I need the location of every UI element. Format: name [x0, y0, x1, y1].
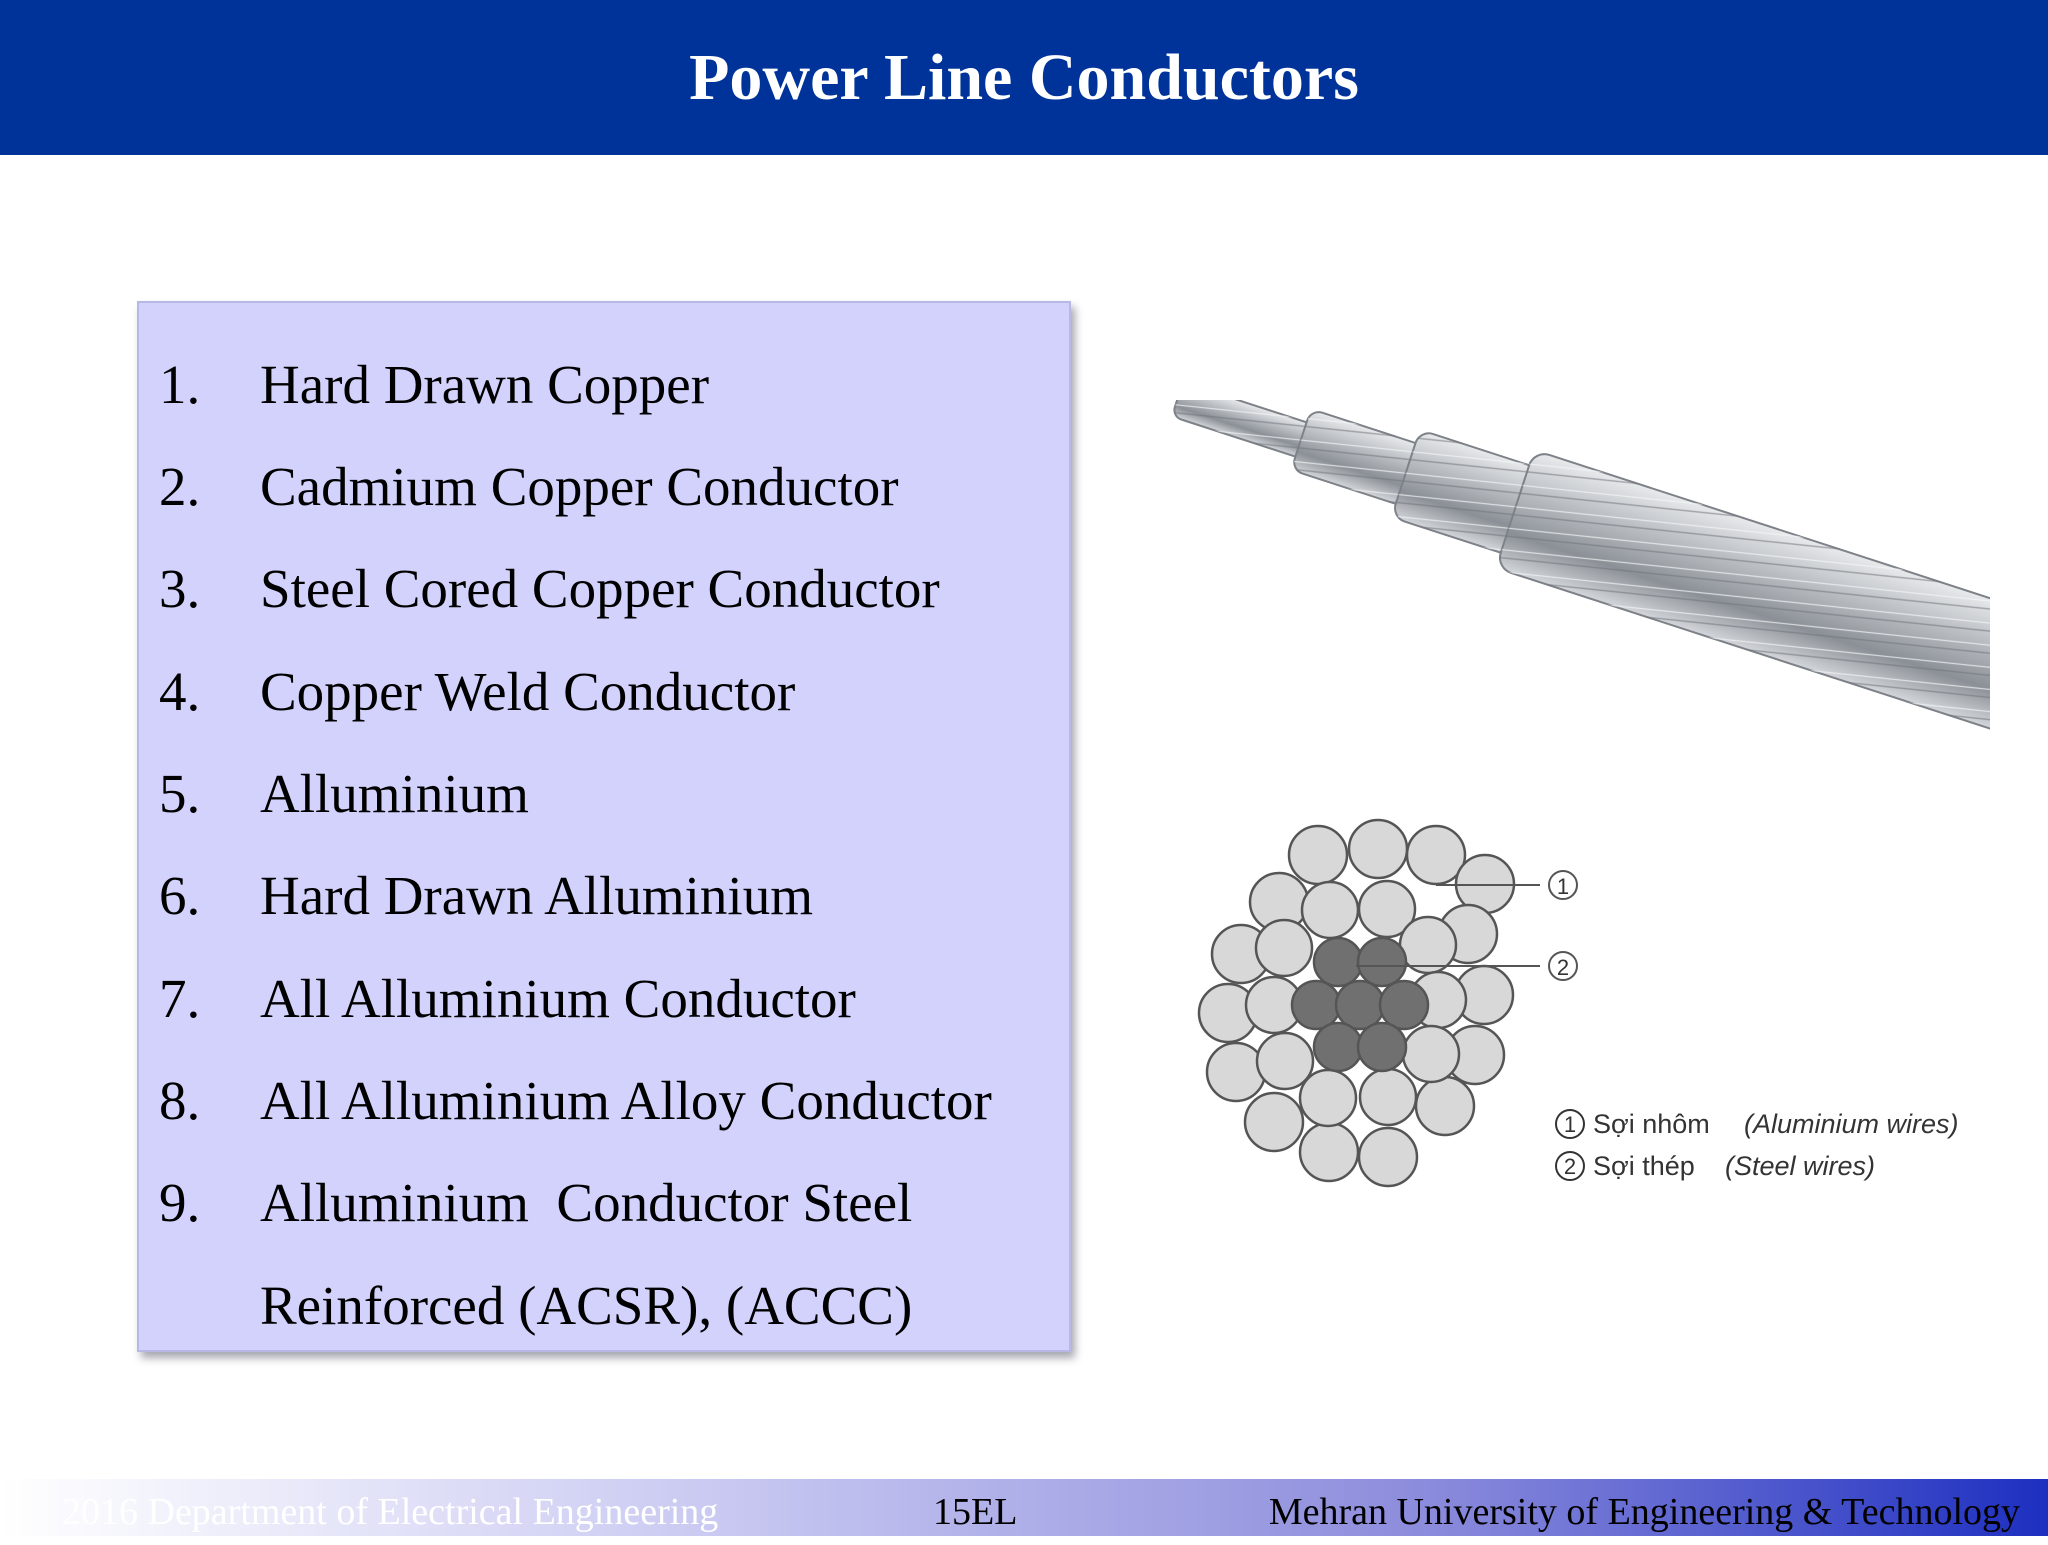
title-bar: Power Line Conductors — [0, 0, 2048, 155]
list-item-number: 6. — [159, 865, 201, 926]
list-item-number: 2. — [159, 456, 201, 517]
list-item: 3. Steel Cored Copper Conductor — [139, 539, 1073, 639]
legend-1-english: (Aluminium wires) — [1744, 1109, 1959, 1139]
conductor-list-box: 1. Hard Drawn Copper 2. Cadmium Copper C… — [137, 301, 1071, 1352]
slide-title: Power Line Conductors — [689, 40, 1359, 114]
list-item: 8. All Alluminium Alloy Conductor — [139, 1051, 1073, 1151]
list-item-number: 9. — [159, 1172, 201, 1233]
legend-marker-1: 1 — [1564, 1112, 1576, 1137]
list-item: 5. Alluminium — [139, 744, 1073, 844]
list-item-text: Hard Drawn Alluminium — [260, 865, 813, 926]
footer-bar: 2016 Department of Electrical Engineerin… — [0, 1479, 2048, 1536]
legend-2-english: (Steel wires) — [1725, 1151, 1875, 1181]
figure-legend: 1 Sợi nhôm (Aluminium wires) 2 Sợi thép … — [1555, 1109, 1959, 1181]
cable-image — [1173, 400, 2010, 738]
list-item-text: Steel Cored Copper Conductor — [260, 558, 940, 619]
list-item-text: Reinforced (ACSR), (ACCC) — [260, 1275, 913, 1336]
legend-2-vietnamese: Sợi thép — [1593, 1151, 1695, 1181]
marker-2-label: 2 — [1557, 955, 1569, 980]
list-item-text: All Alluminium Conductor — [260, 968, 856, 1029]
list-item: 9. Alluminium Conductor Steel — [139, 1153, 1073, 1253]
list-item-text: Hard Drawn Copper — [260, 354, 710, 415]
list-item-text: Alluminium — [260, 763, 529, 824]
footer-department: 2016 Department of Electrical Engineerin… — [62, 1491, 719, 1533]
footer-university: Mehran University of Engineering & Techn… — [1268, 1491, 2020, 1533]
list-item-text: All Alluminium Alloy Conductor — [260, 1070, 992, 1131]
legend-1-vietnamese: Sợi nhôm — [1593, 1109, 1710, 1139]
list-item-text: Copper Weld Conductor — [260, 661, 796, 722]
cross-section-diagram — [1197, 818, 1578, 1188]
legend-marker-2: 2 — [1564, 1154, 1576, 1179]
list-item: 6. Hard Drawn Alluminium — [139, 846, 1073, 946]
list-item: 7. All Alluminium Conductor — [139, 949, 1073, 1049]
list-item-text: Cadmium Copper Conductor — [260, 456, 899, 517]
list-item-number: 1. — [159, 354, 201, 415]
list-item-number: 8. — [159, 1070, 201, 1131]
list-item: 1. Hard Drawn Copper — [139, 335, 1073, 435]
list-item: 4. Copper Weld Conductor — [139, 642, 1073, 742]
list-item: Reinforced (ACSR), (ACCC) — [139, 1256, 1073, 1356]
conductor-figure: 1 2 1 Sợi nhôm (Aluminium wires) 2 Sợi t… — [1173, 400, 2010, 1188]
list-item-number: 4. — [159, 661, 201, 722]
footer-course-code: 15EL — [933, 1491, 1018, 1533]
list-item-number: 3. — [159, 558, 201, 619]
list-item: 2. Cadmium Copper Conductor — [139, 437, 1073, 537]
list-item-number: 5. — [159, 763, 201, 824]
list-item-number: 7. — [159, 968, 201, 1029]
marker-1-label: 1 — [1557, 874, 1569, 899]
list-item-text: Alluminium Conductor Steel — [260, 1172, 913, 1233]
